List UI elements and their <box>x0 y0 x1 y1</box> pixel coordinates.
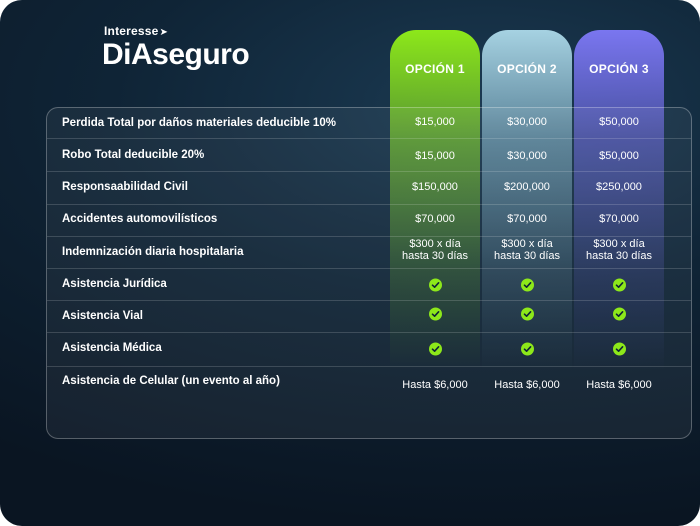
table-row <box>47 204 691 237</box>
row-label: Robo Total deducible 20% <box>62 149 205 161</box>
check-circle-icon <box>482 278 572 292</box>
table-row <box>47 300 691 333</box>
row-value: $30,000 <box>507 116 547 128</box>
option-2-header: OPCIÓN 2 <box>497 62 557 76</box>
row-value: Hasta $6,000 <box>494 379 560 391</box>
row-value: $70,000 <box>599 213 639 225</box>
row-label: Accidentes automovilísticos <box>62 213 218 225</box>
row-value: $250,000 <box>596 181 642 193</box>
row-label: Indemnización diaria hospitalaria <box>62 246 244 258</box>
row-label: Asistencia Jurídica <box>62 278 167 290</box>
row-label: Asistencia de Celular (un evento al año) <box>62 375 280 387</box>
table-row <box>47 107 691 139</box>
row-value: $200,000 <box>504 181 550 193</box>
table-row <box>47 268 691 301</box>
check-circle-icon <box>482 307 572 321</box>
row-value: $70,000 <box>507 213 547 225</box>
table-row <box>47 332 691 367</box>
row-value: $15,000 <box>415 150 455 162</box>
check-circle-icon <box>390 278 480 292</box>
brand-small-logo: Interesse➤ <box>104 24 168 38</box>
check-circle-icon <box>390 307 480 321</box>
row-label: Asistencia Vial <box>62 310 143 322</box>
check-circle-icon <box>574 342 664 356</box>
arrow-icon: ➤ <box>159 27 169 38</box>
row-value: $50,000 <box>599 116 639 128</box>
row-label: Responsaabilidad Civil <box>62 181 188 193</box>
check-circle-icon <box>574 307 664 321</box>
coverage-table-panel <box>46 107 692 439</box>
check-circle-icon <box>390 342 480 356</box>
row-value: Hasta $6,000 <box>402 379 468 391</box>
check-circle-icon <box>482 342 572 356</box>
check-circle-icon <box>574 278 664 292</box>
row-value: $50,000 <box>599 150 639 162</box>
option-1-header: OPCIÓN 1 <box>405 62 465 76</box>
row-value: $70,000 <box>415 213 455 225</box>
row-label: Perdida Total por daños materiales deduc… <box>62 117 336 129</box>
table-row <box>47 236 691 269</box>
row-label: Asistencia Médica <box>62 342 162 354</box>
option-3-header: OPCIÓN 3 <box>589 62 649 76</box>
row-value: $150,000 <box>412 181 458 193</box>
row-value: $30,000 <box>507 150 547 162</box>
brand-logo: DiAseguro <box>102 38 250 71</box>
brand-small-text: Interesse <box>104 24 159 38</box>
table-row <box>47 171 691 205</box>
row-value: $15,000 <box>415 116 455 128</box>
row-value: Hasta $6,000 <box>586 379 652 391</box>
table-row <box>47 138 691 172</box>
